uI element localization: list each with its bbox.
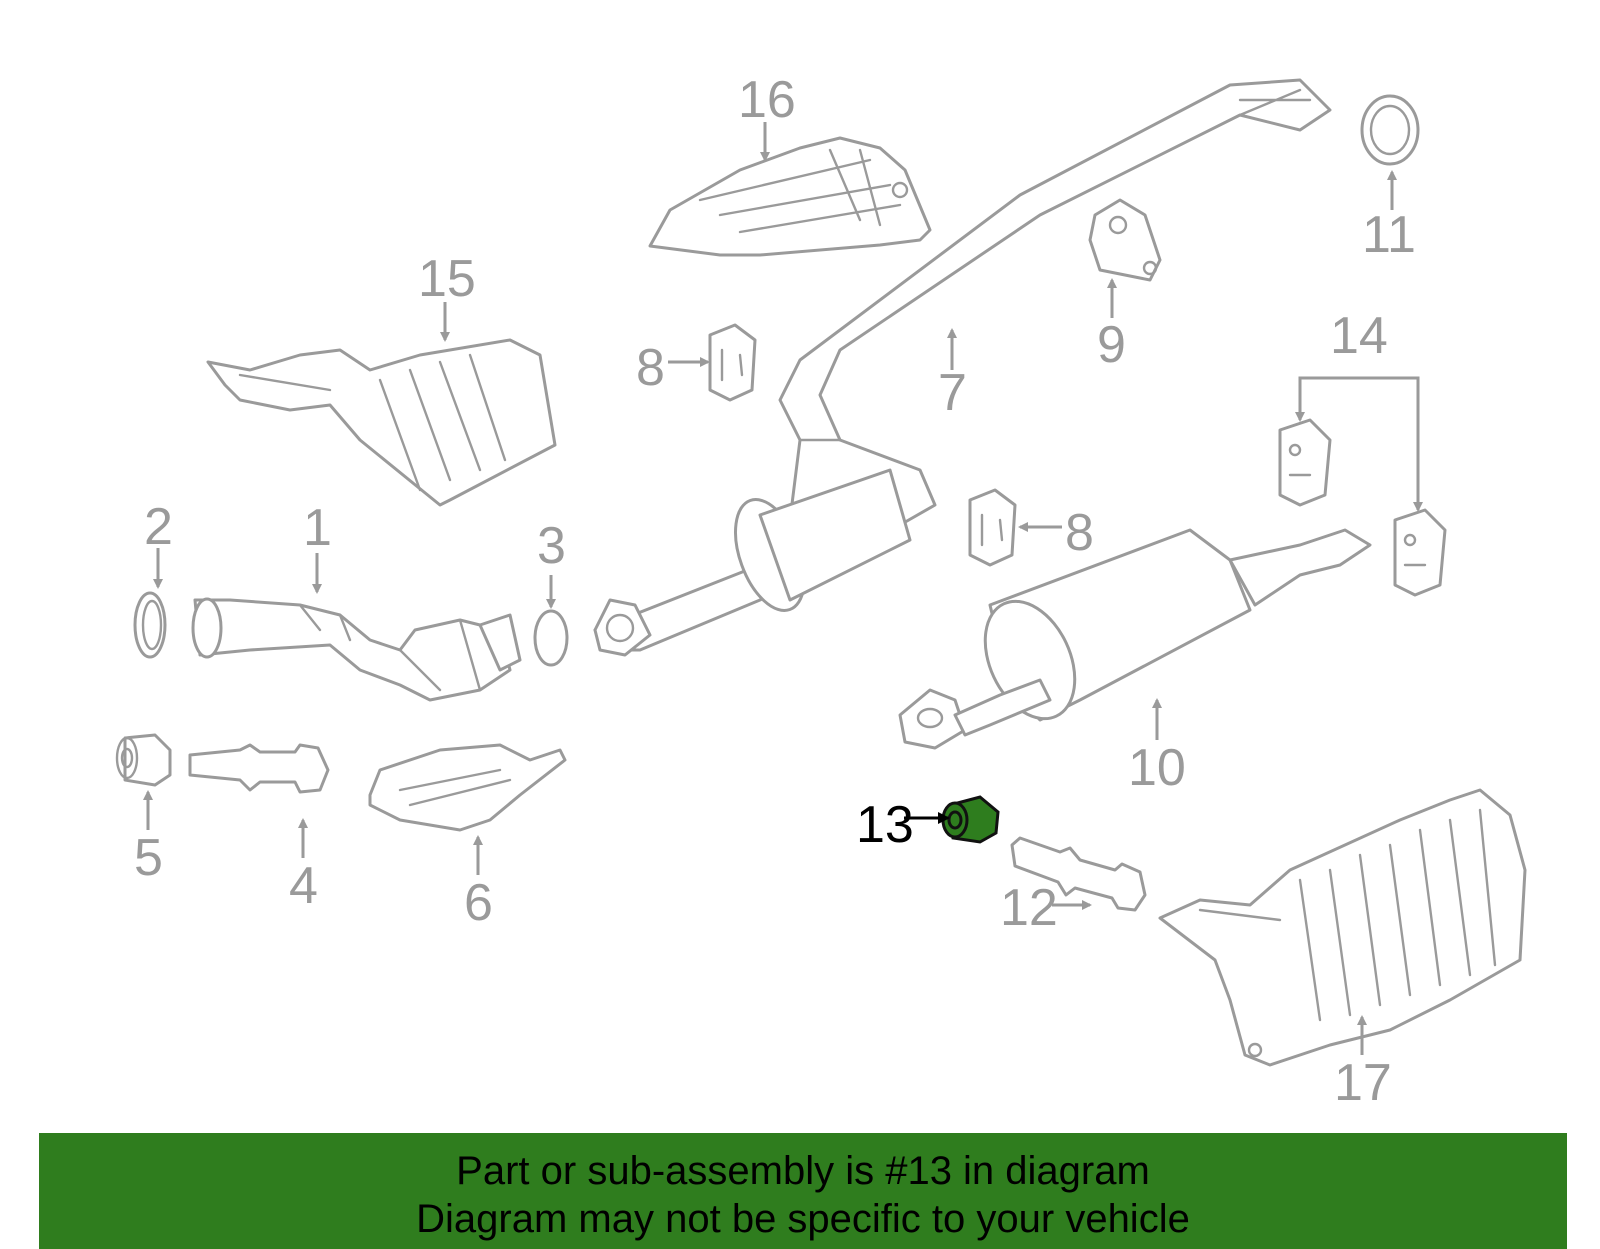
callout-11: 11 [1362,206,1416,264]
heat-shield-17 [1158,788,1527,1067]
callout-14: 14 [1330,307,1388,365]
callout-1: 1 [303,499,332,557]
callout-12: 12 [1000,879,1058,937]
callout-8-lower: 8 [1065,504,1094,562]
gasket-2 [133,591,167,659]
callout-15: 15 [418,250,476,308]
bolt-12 [1010,836,1147,912]
heat-shield-15 [206,338,557,507]
callout-13: 13 [856,796,914,854]
callout-8-upper: 8 [636,339,665,397]
bushing-5 [115,733,172,787]
callout-17: 17 [1334,1054,1392,1112]
bolt-4 [188,743,330,794]
rubber-hanger-8-upper [708,323,757,402]
callout-2: 2 [144,498,173,556]
bushing-13-highlighted [941,795,1000,844]
callout-5: 5 [134,829,163,887]
hanger-bracket-9 [1088,198,1162,282]
callout-9: 9 [1097,316,1126,374]
heat-shield-6 [368,743,567,832]
callout-16: 16 [738,71,796,129]
callout-10: 10 [1128,739,1186,797]
front-pipe-catalytic-converter-1 [191,597,522,702]
callout-4: 4 [289,857,318,915]
gasket-ring-11 [1360,94,1420,166]
heat-shield-16 [648,136,932,257]
banner-line-1: Part or sub-assembly is #13 in diagram [456,1149,1150,1193]
callout-3: 3 [537,517,566,575]
rubber-hanger-8-lower [968,488,1017,567]
callout-6: 6 [464,874,493,932]
info-banner: Part or sub-assembly is #13 in diagram D… [39,1133,1567,1249]
rubber-hangers-14 [1278,418,1447,597]
rear-muffler-10 [898,528,1372,750]
banner-line-2: Diagram may not be specific to your vehi… [416,1197,1190,1241]
center-pipe-7 [593,78,1332,657]
gasket-3 [533,609,569,667]
callout-7: 7 [938,364,967,422]
